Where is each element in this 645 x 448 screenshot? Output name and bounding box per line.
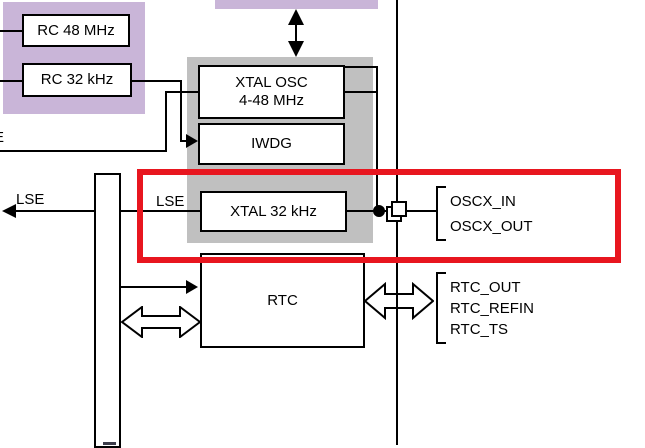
block-iwdg-label: IWDG [251, 135, 292, 152]
rtc-pin-labels: RTC_OUT RTC_REFIN RTC_TS [450, 277, 534, 340]
oscx-vertical-wire [376, 66, 378, 212]
lse-arrowhead-icon [2, 204, 16, 218]
block-xtal-osc: XTAL OSC 4-48 MHz [198, 65, 345, 119]
rc32-output-wire [130, 80, 182, 82]
rc48-left-stub-wire [0, 30, 23, 32]
block-xtal32-label: XTAL 32 kHz [230, 202, 317, 220]
lse-line-right-wire [121, 210, 200, 212]
block-rc32: RC 32 kHz [22, 63, 132, 97]
cropped-edge-label: E [0, 130, 4, 146]
top-double-arrow-icon [288, 9, 304, 57]
vertical-bar [94, 173, 121, 448]
rtc-input-arrowhead-icon [186, 280, 198, 294]
top-block-region [215, 0, 378, 9]
block-rc32-label: RC 32 kHz [40, 71, 114, 88]
lse-label-inner: LSE [156, 193, 185, 210]
oscx-pin-bracket [436, 186, 446, 241]
pin-rtc-out: RTC_OUT [450, 279, 521, 296]
block-rtc-label: RTC [267, 291, 298, 309]
hse-pin-wire-top [345, 66, 378, 68]
lse-line-left-wire [13, 210, 94, 212]
block-xtal-osc-label-line2: 4-48 MHz [238, 92, 305, 109]
bar-rtc-double-arrow-icon [121, 306, 201, 338]
rtc-pins-double-arrow-icon [364, 282, 434, 320]
iwdg-arrowhead-icon [186, 134, 198, 148]
pin-oscx-in: OSCX_IN [450, 193, 516, 210]
rc32-left-stub-wire [0, 80, 23, 82]
block-xtal-osc-label-line1: XTAL OSC [235, 74, 308, 91]
block-rc48: RC 48 MHz [22, 14, 130, 47]
oscx-junction-dot [373, 205, 385, 217]
device-boundary-line [396, 0, 398, 445]
oscx-pin-labels: OSCX_IN OSCX_OUT [450, 189, 533, 239]
hse-pin-wire-bottom [345, 91, 377, 93]
rtc-input-wire [121, 286, 191, 288]
lse-left-exit-wire [0, 150, 167, 152]
iwdg-input-wire [180, 140, 188, 142]
block-iwdg: IWDG [198, 123, 345, 165]
rc32-down-wire [180, 80, 182, 142]
lse-label-outer: LSE [16, 191, 45, 208]
cropped-text-artifact [103, 442, 116, 445]
highlight-box [137, 169, 621, 263]
oscx-pin-pad-front-icon [391, 201, 407, 217]
pin-rtc-ts: RTC_TS [450, 321, 509, 338]
pin-oscx-out: OSCX_OUT [450, 218, 533, 235]
rtc-pin-bracket [436, 272, 446, 344]
lse-branch-v-wire [165, 91, 167, 152]
block-xtal32: XTAL 32 kHz [200, 191, 347, 232]
pin-rtc-refin: RTC_REFIN [450, 300, 534, 317]
block-rc48-label: RC 48 MHz [37, 21, 115, 39]
lse-branch-h-wire [165, 91, 200, 93]
block-rtc: RTC [200, 253, 365, 348]
